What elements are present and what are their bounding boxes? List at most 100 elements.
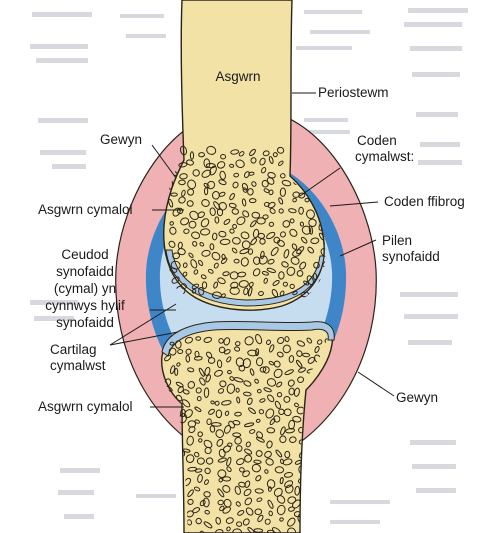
bone-pore — [200, 218, 210, 228]
bone-pore — [283, 408, 292, 417]
bone-pore — [168, 507, 177, 516]
bone-pore — [168, 240, 176, 248]
bone-pore — [206, 180, 216, 190]
label-coden-cymalwst-1: Coden — [357, 133, 397, 148]
bone-pore — [187, 466, 198, 472]
bone-pore — [276, 504, 286, 516]
bone-pore — [207, 268, 214, 274]
bone-pore — [186, 200, 194, 207]
bone-pore — [266, 231, 276, 240]
bone-pore — [218, 202, 227, 211]
bone-pore — [201, 169, 212, 178]
bone-pore — [176, 394, 183, 402]
bone-pore — [201, 199, 210, 207]
bone-pore — [288, 208, 297, 214]
bone-pore — [202, 497, 210, 508]
bone-pore — [238, 364, 246, 372]
bone-pore — [320, 248, 326, 257]
bone-pore — [235, 159, 245, 169]
bone-pore — [211, 422, 222, 427]
bone-pore — [255, 348, 260, 357]
bone-pore — [170, 192, 178, 197]
bone-pore — [328, 467, 329, 477]
upper-bone — [163, 0, 325, 311]
bone-pore — [255, 334, 263, 345]
bone-pore — [243, 488, 252, 497]
bone-pore — [242, 518, 250, 526]
bone-pore — [326, 505, 329, 513]
bone-pore — [288, 506, 295, 512]
bone-pore — [234, 341, 241, 347]
bone-pore — [287, 527, 297, 533]
bone-pore — [254, 508, 263, 516]
bone-pore — [273, 415, 281, 423]
bone-pore — [204, 479, 209, 485]
bone-pore — [226, 456, 232, 467]
bone-pore — [194, 406, 202, 413]
bone-pore — [206, 145, 217, 155]
bone-pore — [296, 359, 303, 368]
bone-pore — [219, 380, 227, 388]
bone-pore — [183, 228, 190, 234]
bone-pore — [168, 198, 174, 208]
bone-pore — [252, 268, 261, 277]
bone-pore — [244, 497, 253, 506]
bone-pore — [195, 336, 202, 341]
bone-pore — [308, 501, 317, 507]
bone-pore — [220, 153, 227, 160]
bone-pore — [253, 459, 262, 464]
bone-pore — [176, 362, 181, 367]
bone-pore — [213, 281, 219, 289]
bone-pore — [209, 207, 216, 216]
bone-pore — [305, 480, 316, 488]
bone-pore — [293, 387, 300, 397]
bone-pore — [313, 449, 324, 457]
bone-pore — [164, 443, 172, 454]
bone-pore — [178, 162, 188, 168]
label-ceudod-4: cynnwys hylif — [45, 298, 125, 313]
bone-pore — [198, 287, 205, 296]
bone-pore — [257, 232, 265, 239]
bone-pore — [327, 499, 329, 508]
bone-pore — [283, 395, 291, 403]
bone-pore — [189, 210, 199, 221]
bone-pore — [313, 486, 322, 495]
label-asgwrn-cymalol-top: Asgwrn cymalol — [38, 202, 133, 217]
bone-pore — [244, 422, 255, 428]
bone-pore — [248, 281, 254, 288]
bone-pore — [313, 500, 324, 510]
bone-pore — [222, 506, 231, 514]
bone-pore — [227, 369, 232, 375]
bone-pore — [277, 239, 285, 247]
label-ceudod-2: synofaidd — [56, 264, 114, 279]
bone-pore — [313, 261, 320, 269]
bone-pore — [222, 271, 230, 277]
bone-pore — [218, 230, 227, 238]
bone-pore — [288, 355, 295, 363]
bone-pore — [255, 357, 264, 367]
bone-pore — [255, 436, 265, 443]
bone-pore — [196, 457, 205, 465]
bone-pore — [274, 466, 285, 474]
bone-pore — [255, 475, 262, 482]
bone-pore — [292, 290, 298, 296]
bone-pore — [187, 489, 194, 497]
bone-pore — [185, 454, 195, 463]
bone-pore — [289, 283, 295, 290]
bone-pore — [170, 260, 181, 270]
bone-pore — [211, 251, 221, 261]
bone-pore — [169, 221, 174, 226]
bone-pore — [259, 398, 266, 403]
bone-pore — [177, 248, 186, 256]
bone-pore — [282, 281, 288, 287]
bone-pore — [196, 396, 202, 402]
bone-pore — [163, 515, 171, 523]
bone-pore — [197, 211, 205, 218]
bone-pore — [243, 380, 252, 387]
bone-pore — [182, 389, 190, 395]
bone-pore — [256, 388, 262, 394]
bone-pore — [177, 348, 184, 355]
bone-pore — [300, 236, 308, 244]
bone-pore — [195, 387, 202, 394]
